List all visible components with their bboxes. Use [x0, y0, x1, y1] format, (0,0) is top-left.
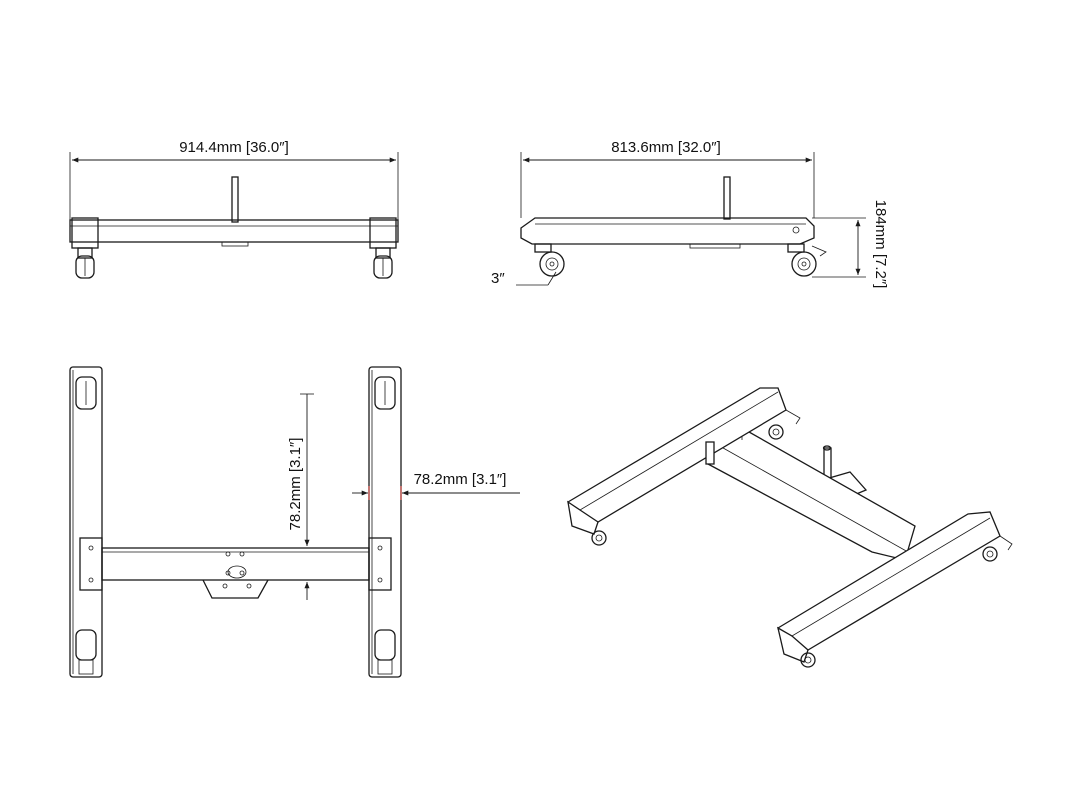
front-width-label: 914.4mm [36.0″]: [179, 139, 289, 156]
top-view: 78.2mm [3.1″] 78.2mm [3.1″]: [69, 366, 520, 678]
side-view: 813.6mm [32.0″] 3″ 184mm [7.2″]: [491, 139, 889, 288]
caster-size-label: 3″: [491, 270, 505, 287]
top-vertical-label: 78.2mm [3.1″]: [287, 438, 304, 531]
top-horizontal-label: 78.2mm [3.1″]: [414, 471, 507, 488]
side-height-label: 184mm [7.2″]: [872, 200, 889, 289]
side-width-label: 813.6mm [32.0″]: [611, 139, 721, 156]
front-view: 914.4mm [36.0″]: [69, 139, 399, 279]
isometric-view: [567, 387, 1013, 668]
